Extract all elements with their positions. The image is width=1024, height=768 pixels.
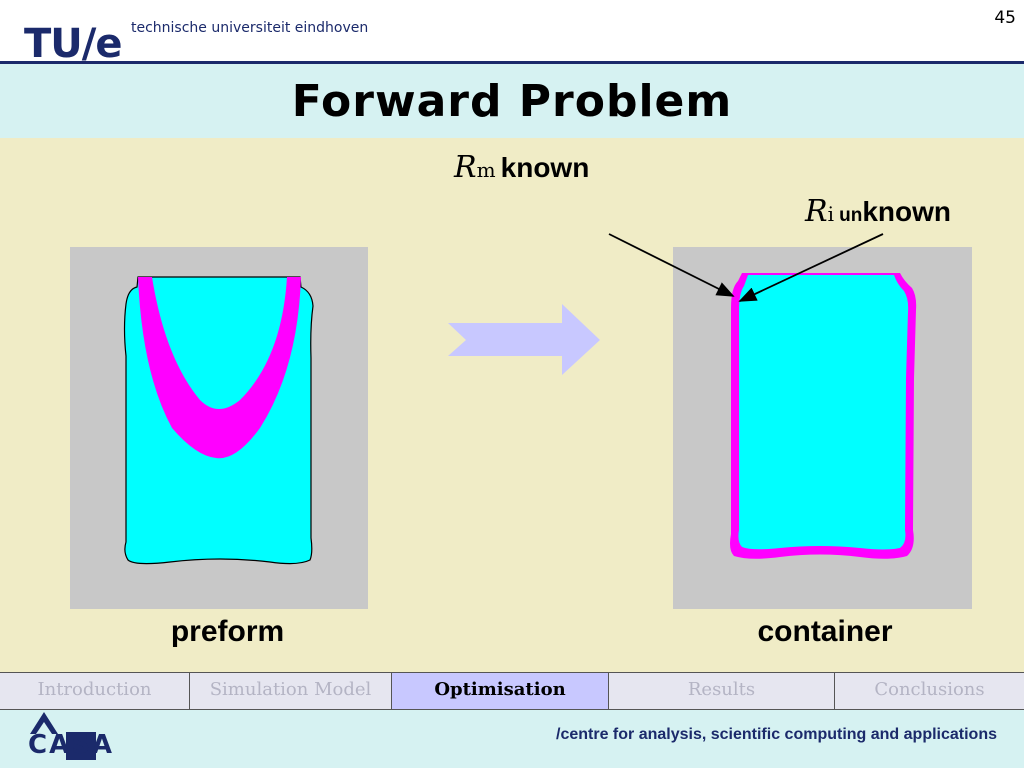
ri-prefix: un: [839, 205, 863, 226]
rm-word: known: [500, 152, 590, 183]
preform-panel: [70, 247, 368, 609]
tue-logo-mark: TU/e: [24, 21, 123, 67]
ri-pointer-arrow: [738, 233, 884, 302]
nav-tab-introduction[interactable]: Introduction: [0, 673, 190, 709]
ri-word: known: [862, 196, 951, 227]
casa-logo-text: CASA: [28, 730, 115, 760]
container-panel: [673, 247, 972, 609]
rm-known-label: Rm known: [454, 150, 589, 185]
nav-tab-simulation-model[interactable]: Simulation Model: [190, 673, 392, 709]
section-nav-bar: Introduction Simulation Model Optimisati…: [0, 672, 1024, 710]
ri-subscript: i: [827, 202, 834, 226]
ri-symbol: R: [805, 194, 828, 229]
container-cavity: [738, 275, 909, 550]
ri-unknown-label: Ri unknown: [805, 194, 951, 229]
rm-symbol: R: [454, 150, 477, 185]
nav-tab-results[interactable]: Results: [609, 673, 835, 709]
footer-band: [0, 710, 1024, 768]
slide-title: Forward Problem: [291, 76, 733, 127]
tue-logo: TU/e: [24, 21, 123, 67]
preform-caption: preform: [170, 615, 285, 648]
page-number: 45: [994, 8, 1016, 28]
nav-tab-optimisation[interactable]: Optimisation: [392, 673, 609, 709]
container-caption: container: [757, 615, 893, 648]
transition-arrow: [448, 304, 600, 375]
university-name: technische universiteit eindhoven: [131, 20, 369, 36]
rm-pointer-arrow: [608, 233, 735, 297]
preform-material: [138, 277, 301, 459]
footer-tagline: /centre for analysis, scientific computi…: [556, 726, 997, 743]
title-band: [0, 64, 1024, 138]
casa-logo-icon: [30, 712, 96, 760]
rm-subscript: m: [476, 158, 496, 182]
header-rule: [0, 61, 1024, 64]
nav-tab-conclusions[interactable]: Conclusions: [874, 679, 985, 700]
forward-problem-illustration: [70, 233, 972, 609]
